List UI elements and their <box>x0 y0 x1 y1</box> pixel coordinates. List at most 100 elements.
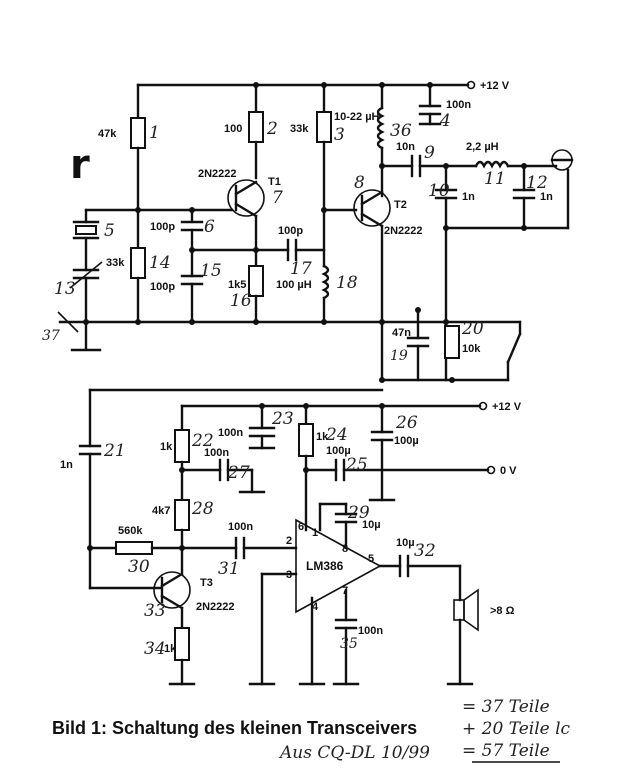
audio-amplifier-stage: +12 V 1n 21 1k 22 100n 23 100n 27 <box>60 388 522 686</box>
r30-value: 560k <box>118 525 143 537</box>
r24-number: 24 <box>325 425 348 445</box>
r14-value: 33k <box>106 257 125 269</box>
pin-2: 2 <box>286 535 292 547</box>
tally-line-3: = 57 Teile <box>462 741 550 761</box>
inductor-l36 <box>376 106 385 150</box>
c27-number: 27 <box>227 463 250 483</box>
c6-number: 6 <box>204 217 215 237</box>
vcc-label-top: +12 V <box>480 80 510 92</box>
c9-value: 10n <box>396 141 415 153</box>
c25-number: 25 <box>345 455 368 475</box>
figure-caption: Bild 1: Schaltung des kleinen Transceive… <box>52 718 417 738</box>
c31-value: 100n <box>228 521 253 533</box>
l11-number: 11 <box>484 169 506 189</box>
c15-number: 15 <box>200 261 222 281</box>
resistor-r2 <box>248 111 264 143</box>
r1-value: 47k <box>98 128 117 140</box>
ic-name: LM386 <box>306 559 344 573</box>
crystal-x1 <box>75 225 97 235</box>
resistor-r3 <box>316 111 332 143</box>
transistor-t2 <box>353 189 391 227</box>
c17-number: 17 <box>290 259 312 279</box>
pin-6: 6 <box>298 521 304 533</box>
c23-number: 23 <box>271 409 294 429</box>
bleed-letter: r <box>70 142 90 188</box>
r20-number: 20 <box>461 319 484 339</box>
t2-type: 2N2222 <box>384 225 423 237</box>
t2-name: T2 <box>394 199 407 211</box>
r2-number: 2 <box>266 119 278 139</box>
oscillator-pa-stage: +12 V 47k 1 33k 14 5 13 37 <box>42 80 574 382</box>
c10-number: 10 <box>428 181 450 201</box>
c35-value: 100n <box>358 625 383 637</box>
c25-value: 100µ <box>326 445 351 457</box>
junctions-upper <box>83 82 527 383</box>
vcc-label-bottom: +12 V <box>492 401 522 413</box>
r22-number: 22 <box>191 431 214 451</box>
resistor-r24 <box>298 423 314 457</box>
source-note: Aus CQ-DL 10/99 <box>278 743 430 763</box>
pin-1: 1 <box>312 527 318 539</box>
r30-number: 30 <box>128 557 150 577</box>
c6-value: 100p <box>150 221 175 233</box>
r1-number: 1 <box>149 123 160 143</box>
r3-number: 3 <box>334 125 345 145</box>
c19-number: 19 <box>390 348 408 364</box>
speaker-value: >8 Ω <box>490 605 515 617</box>
t2-number: 8 <box>354 173 365 193</box>
c27-value: 100n <box>204 447 229 459</box>
resistor-r28 <box>174 499 190 531</box>
c32-number: 32 <box>414 541 436 561</box>
l36-value: 10-22 µH <box>334 111 380 123</box>
vcc-terminal-bottom[interactable] <box>478 401 488 411</box>
caption-area: Bild 1: Schaltung des kleinen Transceive… <box>52 697 571 763</box>
l18-number: 18 <box>336 273 358 293</box>
t1-number: 7 <box>272 188 283 208</box>
c26-value: 100µ <box>394 435 419 447</box>
c9-number: 9 <box>424 143 435 163</box>
transistor-t1 <box>227 179 265 217</box>
c21-number: 21 <box>103 441 126 461</box>
tally-line-2: + 20 Teile lc <box>462 719 571 739</box>
vcc-terminal[interactable] <box>466 80 476 90</box>
r34-value: 1k <box>164 643 177 655</box>
r34-number: 34 <box>144 639 166 659</box>
r22-value: 1k <box>160 441 173 453</box>
c23-value: 100n <box>218 427 243 439</box>
c35-number: 35 <box>340 636 358 652</box>
c12-value: 1n <box>540 191 553 203</box>
resistor-r20 <box>444 325 460 359</box>
inductor-l11 <box>474 160 510 169</box>
t3-number: 33 <box>144 601 166 621</box>
r24-value: 1k <box>316 431 329 443</box>
t3-type: 2N2222 <box>196 601 235 613</box>
r28-number: 28 <box>191 499 214 519</box>
c4-number: 4 <box>439 111 451 131</box>
r20-value: 10k <box>462 343 481 355</box>
resistor-r1 <box>130 117 146 149</box>
r14-number: 14 <box>149 253 171 273</box>
switch-number: 37 <box>42 328 60 344</box>
c10-value: 1n <box>462 191 475 203</box>
c31-number: 31 <box>218 559 240 579</box>
l11-value: 2,2 µH <box>466 141 499 153</box>
c29-number: 29 <box>347 503 370 523</box>
resistor-r14 <box>130 247 146 279</box>
r16-number: 16 <box>230 291 252 311</box>
transistor-t3 <box>153 571 191 609</box>
resistor-r22 <box>174 429 190 463</box>
c12-number: 12 <box>526 173 548 193</box>
pin-4: 4 <box>312 601 319 613</box>
c21-value: 1n <box>60 459 73 471</box>
r3-value: 33k <box>290 123 309 135</box>
c19-value: 47n <box>392 327 411 339</box>
r16-value: 1k5 <box>228 279 246 291</box>
tally-line-1: = 37 Teile <box>462 697 550 717</box>
r28-value: 4k7 <box>152 505 170 517</box>
l18-value: 100 µH <box>276 279 312 291</box>
c17-value: 100p <box>278 225 303 237</box>
c4-value: 100n <box>446 99 471 111</box>
zero-v-terminal[interactable] <box>486 465 496 475</box>
resistor-r30 <box>115 541 153 555</box>
c29-value: 10µ <box>362 519 381 531</box>
